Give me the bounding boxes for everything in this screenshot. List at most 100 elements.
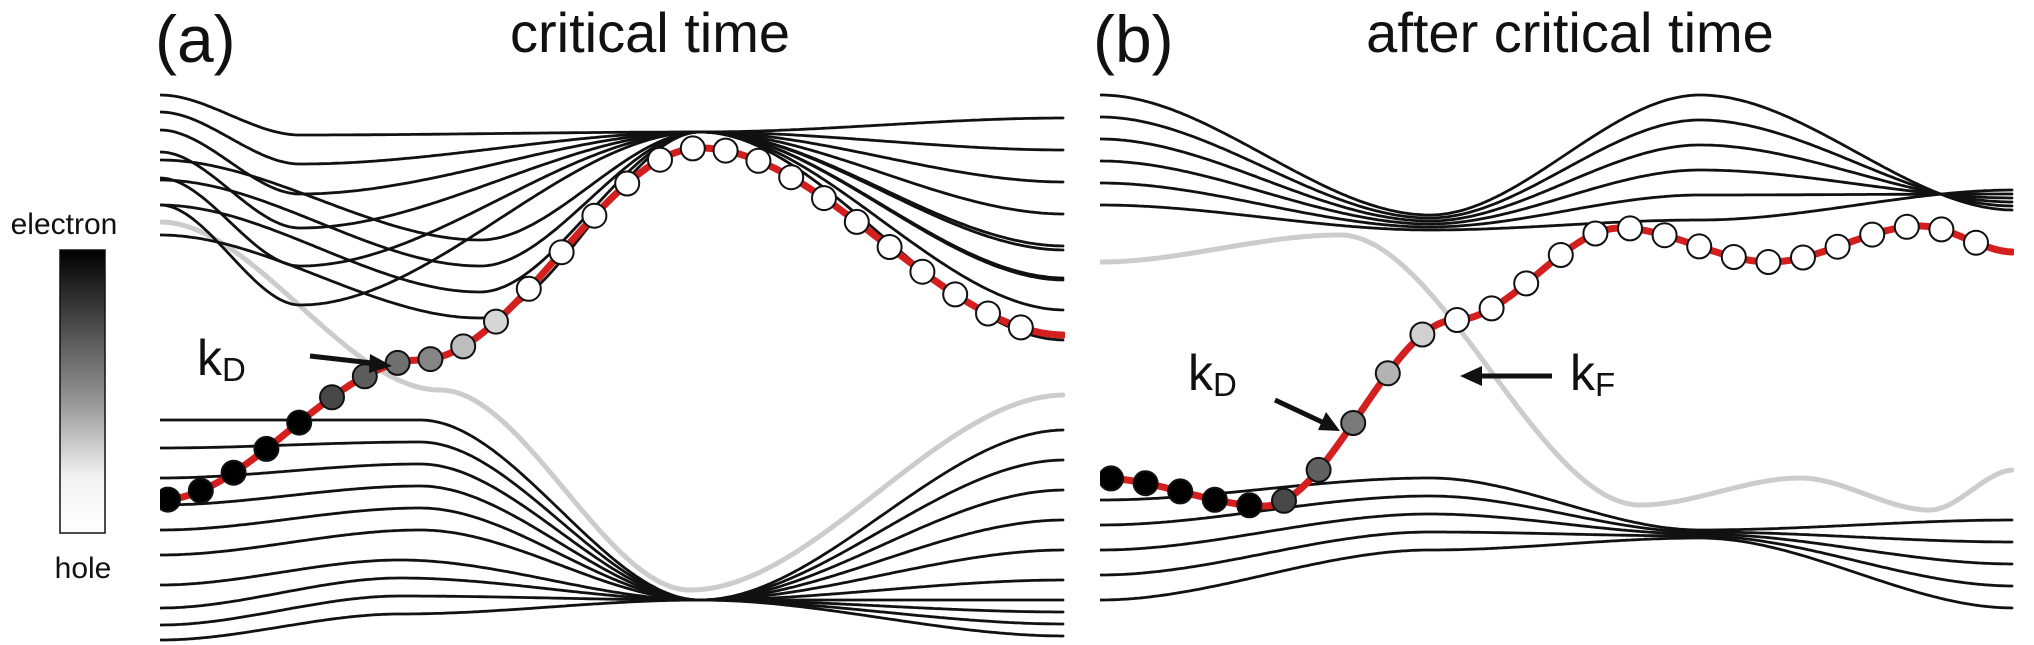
occupation-marker: [909, 258, 936, 285]
panel-b-letter: (b): [1093, 2, 1174, 76]
occupation-marker: [778, 164, 805, 191]
occupation-marker: [614, 170, 641, 197]
occupation-marker: [417, 346, 444, 373]
band-line: [160, 528, 1065, 602]
panel-b-kd-label: kD: [1188, 345, 1237, 403]
occupation-marker: [942, 281, 969, 308]
panel-a-kd-arrow: [309, 353, 392, 373]
ghost-band: [160, 219, 1065, 593]
occupation-marker: [1859, 221, 1886, 248]
band-line: [1100, 159, 2014, 226]
band-line: [160, 130, 1065, 268]
band-line: [160, 462, 1065, 602]
band-line: [1100, 188, 2014, 232]
occupation-marker: [581, 202, 608, 229]
occupation-marker: [450, 333, 477, 360]
band-line: [160, 130, 1065, 312]
band-line: [1100, 536, 2014, 610]
occupation-marker: [1132, 470, 1159, 497]
band-line: [160, 110, 1065, 166]
occupation-marker: [679, 135, 706, 162]
occupation-marker: [160, 486, 181, 513]
colorbar: electron hole: [11, 208, 118, 585]
panel-b-kf-sub: F: [1595, 366, 1615, 403]
occupation-marker: [1582, 220, 1609, 247]
occupation-marker: [286, 409, 313, 436]
occupation-marker: [1617, 215, 1643, 242]
occupation-marker: [975, 300, 1001, 327]
panel-a-kd-label: kD: [197, 330, 246, 388]
band-line: [1100, 115, 2014, 220]
occupation-marker: [1547, 242, 1574, 268]
occupation-marker: [187, 477, 214, 504]
panel-a-kd-base: k: [197, 330, 223, 386]
occupation-marker: [1790, 244, 1816, 271]
occupation-marker: [220, 459, 247, 486]
band-line: [1100, 93, 2014, 217]
occupation-marker: [1513, 270, 1540, 297]
occupation-marker: [483, 308, 509, 335]
panel-b-occupied-band: [1100, 213, 2014, 519]
occupation-marker: [876, 234, 903, 260]
occupation-marker: [1686, 233, 1713, 260]
panel-a-ghost-band: [160, 219, 1065, 593]
panel-b-kf-base: k: [1570, 345, 1596, 401]
colorbar-gradient: [59, 249, 106, 534]
panel-a-kd-sub: D: [222, 351, 246, 388]
panel-a-occupied-band: [160, 135, 1065, 513]
band-line: [160, 558, 1065, 602]
band-line: [160, 128, 1065, 196]
occupation-marker: [1478, 295, 1505, 322]
occupation-marker: [1374, 360, 1401, 387]
band-line: [1100, 137, 2014, 223]
band-line: [1100, 181, 2014, 229]
occupation-marker: [843, 208, 870, 235]
colorbar-top-label: electron: [11, 208, 118, 241]
occupation-marker: [1340, 410, 1367, 436]
occupation-marker: [1893, 213, 1920, 240]
occupation-marker: [515, 275, 542, 302]
panel-b-kd-arrow: [1273, 397, 1340, 431]
occupation-marker: [1409, 321, 1436, 348]
panel-b-ghost-band: [1100, 232, 2014, 513]
band-line: [160, 130, 1065, 230]
occupation-marker: [1236, 492, 1263, 519]
colorbar-bottom-label: hole: [55, 552, 112, 585]
occupation-marker: [1824, 233, 1851, 260]
occupation-marker: [1651, 222, 1678, 249]
panel-a-title: critical time: [510, 1, 790, 64]
occupation-marker: [1271, 487, 1297, 514]
panel-b-band-lines: [1100, 93, 2014, 610]
panel-a: (a) critical time kD: [155, 1, 1065, 642]
occupation-marker: [712, 137, 739, 164]
occupation-marker: [384, 349, 411, 376]
band-line: [160, 93, 1065, 137]
occupation-marker: [1167, 478, 1194, 505]
occupation-marker: [1720, 244, 1747, 270]
ghost-band: [1100, 232, 2014, 513]
band-line: [160, 484, 1065, 602]
panel-b-kf-arrow: [1460, 366, 1552, 386]
panel-a-band-lines: [160, 93, 1065, 642]
panel-b-kf-label: kF: [1570, 345, 1615, 403]
band-line: [160, 130, 1065, 252]
band-line: [160, 598, 1065, 642]
band-line: [160, 440, 1065, 602]
panel-b-kd-sub: D: [1213, 366, 1237, 403]
occupation-marker: [745, 147, 772, 174]
occupation-marker: [1100, 465, 1124, 492]
panel-b-kd-base: k: [1188, 345, 1214, 401]
occupation-marker: [1201, 486, 1228, 513]
occupation-marker: [253, 435, 280, 462]
band-line: [1100, 512, 2014, 566]
band-line: [160, 130, 1065, 282]
band-line: [1100, 530, 2014, 588]
occupation-marker: [1444, 307, 1470, 333]
occupation-marker: [548, 239, 575, 266]
band-line: [160, 506, 1065, 602]
occupation-marker: [1007, 314, 1034, 341]
occupation-marker: [319, 384, 345, 411]
occupation-marker: [1928, 216, 1955, 243]
band-line: [160, 576, 1065, 614]
